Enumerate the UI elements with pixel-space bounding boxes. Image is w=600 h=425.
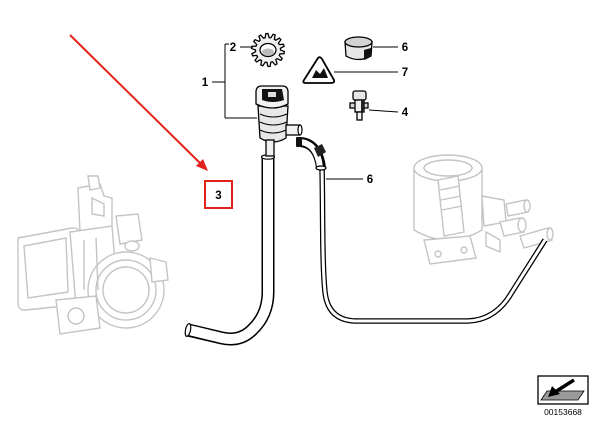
sticker-triangle-icon [302, 56, 336, 84]
cap-part-6 [344, 36, 373, 61]
gear-ring-part-2 [250, 32, 286, 68]
callout-label-6-cap: 6 [402, 42, 408, 54]
callout-label-6-hose: 6 [367, 174, 373, 186]
hose-part-3 [184, 154, 276, 346]
connector-part-4 [349, 90, 369, 121]
hose-part-6 [296, 137, 548, 324]
ghost-canister [413, 154, 554, 265]
callout-label-3: 3 [215, 190, 221, 202]
ghost-throttle-body [17, 175, 169, 335]
leader-lines [212, 43, 399, 180]
callout-label-2: 2 [230, 42, 236, 54]
callout-label-1: 1 [202, 77, 209, 89]
highlight-arrow [69, 34, 208, 171]
view-direction-icon [537, 375, 589, 405]
valve-part-1 [255, 85, 303, 157]
callout-label-4: 4 [402, 107, 409, 119]
highlight-box [204, 180, 233, 209]
diagram-number: 00153668 [544, 407, 582, 417]
callout-label-7: 7 [402, 67, 408, 79]
